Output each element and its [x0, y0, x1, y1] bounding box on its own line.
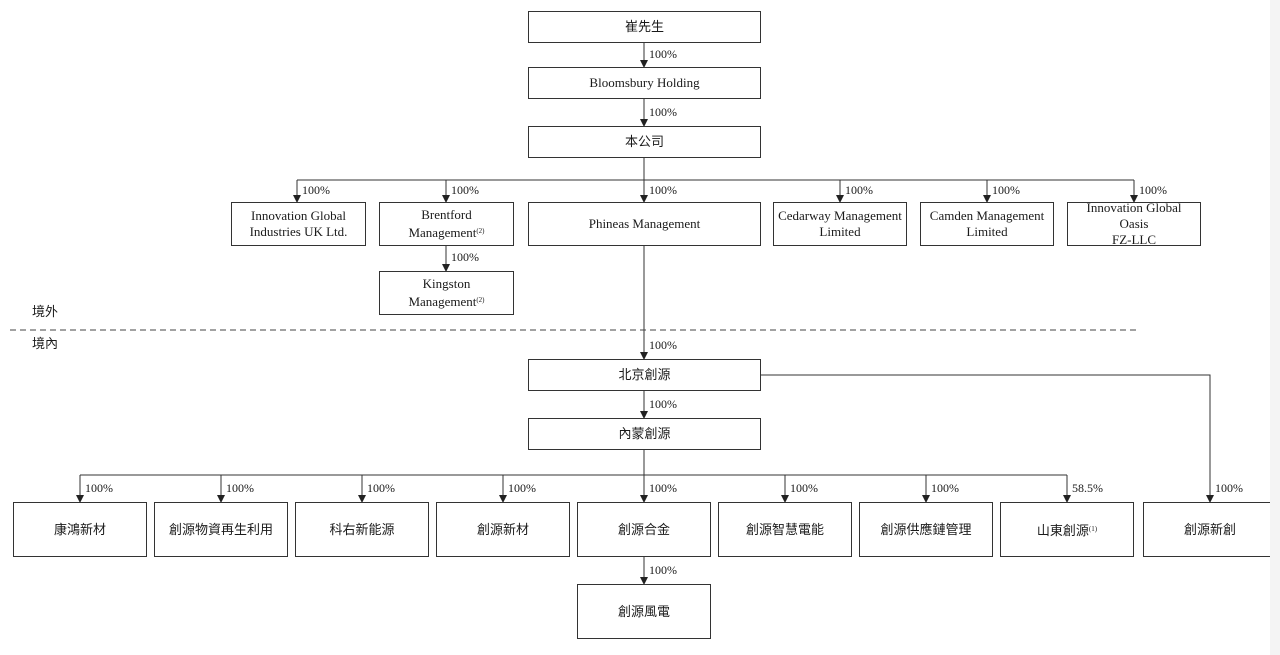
entity-kanghong: 康鴻新材 [13, 502, 147, 557]
vertical-scrollbar[interactable] [1270, 0, 1280, 655]
entity-kingston-note: (2) [476, 296, 485, 304]
pct-beijing-xinchuang: 100% [1215, 481, 1243, 495]
pct-neimeng-smart: 100% [790, 481, 818, 495]
entity-wind: 創源風電 [577, 584, 711, 639]
entity-shandong-label-wrap: 山東創源(1) [1037, 521, 1097, 539]
pct-neimeng-supply: 100% [931, 481, 959, 495]
pct-neimeng-recycling: 100% [226, 481, 254, 495]
entity-alloy-label: 創源合金 [617, 521, 670, 537]
pct-neimeng-alloy: 100% [649, 481, 677, 495]
entity-brentford: Brentford Management(2) [379, 202, 514, 246]
entity-kingston-line2: Management [408, 294, 477, 309]
entity-igi-uk: Innovation Global Industries UK Ltd. [231, 202, 366, 246]
pct-bloomsbury-company: 100% [649, 105, 677, 119]
entity-shandong: 山東創源(1) [1000, 502, 1134, 557]
pct-neimeng-newmat: 100% [508, 481, 536, 495]
entity-igi-uk-line2: Industries UK Ltd. [249, 224, 348, 239]
entity-oasis: Innovation Global Oasis FZ-LLC [1067, 200, 1201, 247]
entity-newmat-label: 創源新材 [476, 521, 529, 537]
pct-company-phineas: 100% [649, 183, 677, 197]
entity-cui-label: 崔先生 [624, 19, 664, 34]
region-label-offshore: 境外 [32, 304, 59, 319]
entity-recycling: 創源物資再生利用 [154, 502, 288, 557]
entity-kingston-line1: Kingston [422, 276, 471, 291]
entity-keyou-label: 科右新能源 [329, 521, 395, 537]
pct-brentford-kingston: 100% [451, 250, 479, 264]
entity-kingston: Kingston Management(2) [379, 271, 514, 315]
entity-kanghong-label: 康鴻新材 [53, 521, 106, 537]
entity-brentford-note: (2) [476, 227, 485, 235]
entity-shandong-note: (1) [1088, 524, 1098, 533]
entity-wind-label: 創源風電 [617, 603, 670, 619]
entity-cedarway: Cedarway Management Limited [773, 202, 907, 246]
entity-oasis-line2: FZ-LLC [1111, 232, 1157, 247]
entity-camden-line2: Limited [966, 224, 1008, 239]
region-label-onshore: 境內 [32, 336, 59, 351]
entity-igi-uk-line1: Innovation Global [251, 208, 346, 223]
entity-oasis-line1: Innovation Global Oasis [1086, 200, 1182, 231]
entity-camden: Camden Management Limited [920, 202, 1054, 246]
pct-company-oasis: 100% [1139, 183, 1167, 197]
entity-keyou: 科右新能源 [295, 502, 429, 557]
entity-kingston-line2-wrap: Management(2) [408, 292, 484, 310]
pct-beijing-neimeng: 100% [649, 397, 677, 411]
edge-beijing-xinchuang [761, 374, 1214, 503]
entity-company: 本公司 [528, 126, 761, 158]
entity-phineas: Phineas Management [528, 202, 761, 246]
entity-beijing-label: 北京創源 [618, 367, 671, 382]
pct-neimeng-kanghong: 100% [85, 481, 113, 495]
entity-neimeng: 內蒙創源 [528, 418, 761, 450]
entity-xinchuang: 創源新創 [1143, 502, 1277, 557]
entity-phineas-label: Phineas Management [588, 216, 701, 231]
entity-bloomsbury: Bloomsbury Holding [528, 67, 761, 99]
pct-neimeng-keyou: 100% [367, 481, 395, 495]
pct-neimeng-shandong: 58.5% [1072, 481, 1103, 495]
pct-company-brentford: 100% [451, 183, 479, 197]
entity-recycling-label: 創源物資再生利用 [168, 521, 273, 537]
entity-camden-line1: Camden Management [929, 208, 1045, 223]
entity-smart: 創源智慧電能 [718, 502, 852, 557]
entity-cui: 崔先生 [528, 11, 761, 43]
entity-cedarway-line1: Cedarway Management [778, 208, 902, 223]
entity-shandong-label: 山東創源 [1036, 522, 1089, 538]
entity-supply-label: 創源供應鏈管理 [880, 521, 972, 537]
entity-beijing: 北京創源 [528, 359, 761, 391]
entity-neimeng-label: 內蒙創源 [618, 426, 671, 441]
entity-bloomsbury-label: Bloomsbury Holding [589, 75, 700, 90]
entity-smart-label: 創源智慧電能 [745, 521, 824, 537]
entity-cedarway-line2: Limited [819, 224, 861, 239]
entity-brentford-line2: Management [408, 225, 477, 240]
entity-newmat: 創源新材 [436, 502, 570, 557]
entity-brentford-line1: Brentford [421, 207, 472, 222]
pct-company-igi-uk: 100% [302, 183, 330, 197]
entity-brentford-line2-wrap: Management(2) [408, 223, 484, 241]
pct-phineas-beijing: 100% [649, 338, 677, 352]
entity-xinchuang-label: 創源新創 [1183, 521, 1236, 537]
pct-company-cedarway: 100% [845, 183, 873, 197]
pct-cui-bloomsbury: 100% [649, 47, 677, 61]
entity-alloy: 創源合金 [577, 502, 711, 557]
pct-company-camden: 100% [992, 183, 1020, 197]
entity-company-label: 本公司 [624, 134, 664, 149]
entity-supply: 創源供應鏈管理 [859, 502, 993, 557]
pct-alloy-wind: 100% [649, 563, 677, 577]
